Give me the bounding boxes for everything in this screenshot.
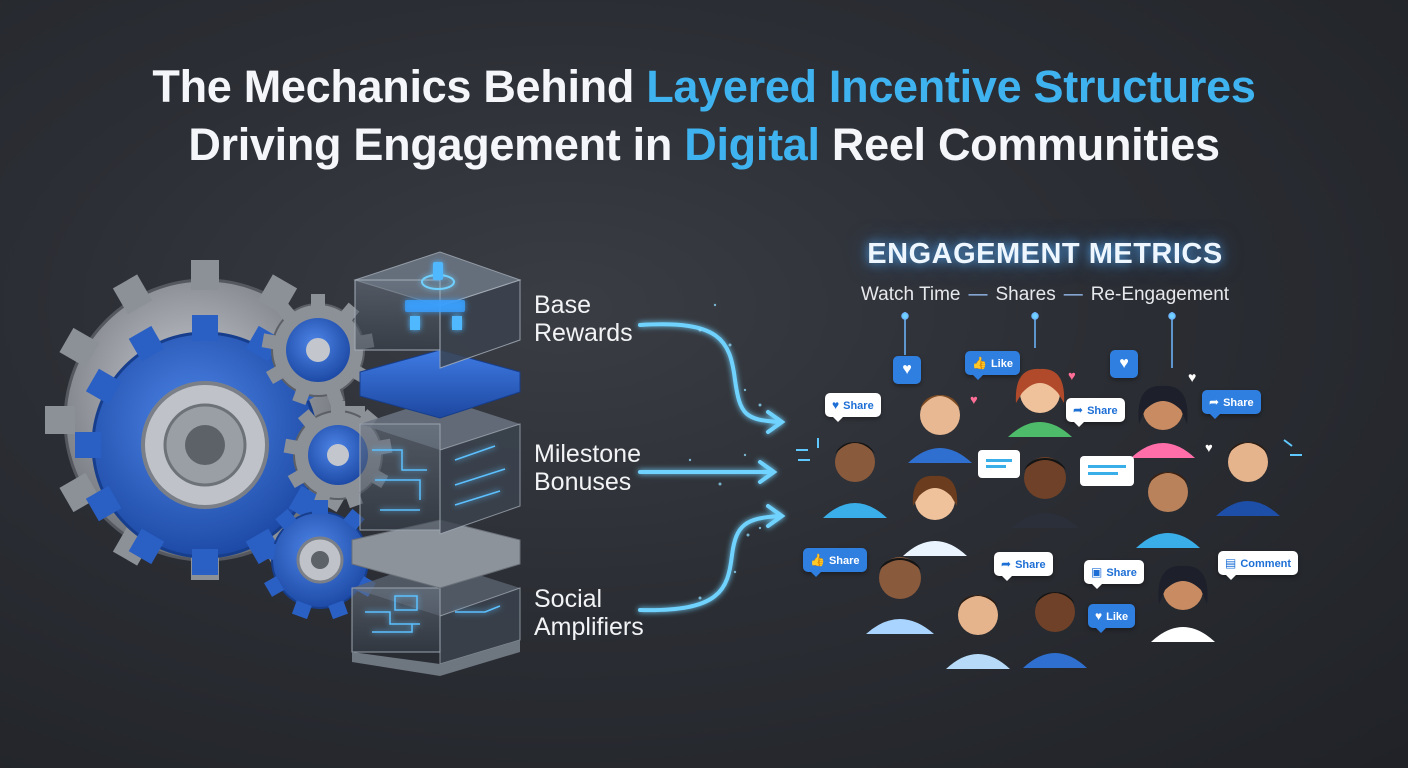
title-line-2: Driving Engagement in Digital Reel Commu…	[0, 116, 1408, 174]
like-bubble: ♥Like	[1088, 604, 1136, 633]
metric-connectors	[901, 312, 1176, 368]
person-avatar-10	[946, 595, 1010, 669]
layer-cube-milestone-bonuses	[359, 398, 521, 535]
share-bubble: ➦Share	[994, 552, 1053, 581]
title-line-2-text: Driving Engagement in	[188, 119, 685, 170]
floating-hearts: ♥ ♥ ♥ ♥	[970, 368, 1213, 455]
share-bubble: 👍Share	[803, 548, 867, 577]
metric-separator: —	[968, 284, 988, 305]
arrow-milestone-bonuses-head	[758, 460, 778, 484]
title-line-2-highlight: Digital	[684, 119, 820, 170]
share-arrow-icon: ➦	[1073, 403, 1084, 417]
layer-label-line: Amplifiers	[534, 613, 644, 641]
layer-cube-base-rewards	[353, 251, 522, 369]
metric-re-engagement: Re-Engagement	[1090, 284, 1230, 305]
comment-icon: ▤	[1225, 556, 1237, 570]
share-bubble-label: Share	[828, 555, 860, 567]
heart-icon: ♥	[970, 392, 978, 407]
title-line-2-tail: Reel Communities	[819, 119, 1220, 170]
heart-icon: ♥	[1095, 609, 1103, 623]
page-title: The Mechanics Behind Layered Incentive S…	[0, 58, 1408, 174]
share-bubble: ♥Share	[825, 393, 881, 422]
community-people	[823, 368, 1280, 669]
person-avatar-4	[823, 442, 887, 518]
flow-arrows	[638, 322, 786, 613]
heart-icon: ♥	[1068, 368, 1076, 383]
share-bubble: ▣Share	[1084, 560, 1144, 589]
share-arrow-icon: ➦	[1209, 395, 1220, 409]
title-line-1: The Mechanics Behind Layered Incentive S…	[0, 58, 1408, 116]
person-avatar-1	[908, 395, 972, 463]
share-bubble-label: Share	[1087, 405, 1118, 417]
heart-icon: ♥	[1188, 369, 1196, 385]
chat-bubble-icon	[1080, 456, 1134, 486]
layer-label-line: Bonuses	[534, 468, 632, 496]
thumbs-up-icon: 👍	[972, 356, 987, 370]
person-avatar-3	[1131, 385, 1195, 458]
comment-bubble-label: Comment	[1240, 558, 1292, 570]
metric-shares: Shares	[995, 284, 1056, 305]
arrow-base-rewards	[638, 322, 782, 424]
person-avatar-7	[903, 475, 967, 556]
share-arrow-icon: ➦	[1001, 557, 1012, 571]
share-bubble-label: Share	[1015, 559, 1046, 571]
thumbs-up-icon: 👍	[810, 553, 825, 567]
layer-label-line: Milestone	[534, 440, 641, 468]
title-line-1-text: The Mechanics Behind	[152, 61, 647, 112]
arrow-base-rewards-head	[766, 410, 786, 434]
arrow-social-amplifiers-head	[766, 504, 786, 528]
layer-label-line: Social	[534, 585, 603, 613]
like-bubble-label: Like	[1106, 611, 1129, 623]
heart-icon: ♥	[893, 356, 921, 384]
person-avatar-6	[1216, 442, 1280, 516]
layer-stack	[351, 251, 522, 676]
sparkle-marks	[796, 438, 1302, 461]
arrow-social-amplifiers	[638, 514, 782, 613]
metrics-title: ENGAGEMENT METRICS	[867, 238, 1223, 270]
like-bubble-label: Like	[990, 358, 1013, 370]
heart-icon: ♥	[832, 398, 840, 412]
share-bubble: ➦Share	[1066, 398, 1125, 427]
metric-separator: —	[1063, 284, 1083, 305]
share-bubble-label: Share	[1223, 397, 1254, 409]
person-avatar-12	[1151, 565, 1215, 642]
person-avatar-9	[866, 557, 934, 634]
layer-label-social-amplifiers: Social Amplifiers	[534, 585, 644, 641]
person-avatar-5	[1011, 457, 1079, 528]
layer-label-base-rewards: Base Rewards	[534, 291, 633, 347]
like-bubble: 👍Like	[965, 351, 1020, 380]
heart-icon: ♥	[1205, 440, 1213, 455]
person-avatar-2	[1008, 368, 1072, 437]
metrics-list: Watch Time — Shares — Re-Engagement	[780, 284, 1310, 306]
heart-icon: ♥	[1110, 350, 1138, 378]
chat-icons	[978, 450, 1134, 486]
comment-bubble: ▤Comment	[1218, 551, 1299, 580]
share-bubble: ➦Share	[1202, 390, 1261, 419]
chat-icon: ▣	[1091, 565, 1103, 579]
layer-label-line: Rewards	[534, 319, 633, 347]
person-avatar-11	[1023, 592, 1087, 668]
layer-label-milestone-bonuses: Milestone Bonuses	[534, 440, 641, 496]
gears-cluster	[45, 260, 393, 620]
share-bubble-label: Share	[843, 400, 874, 412]
arrow-sparkles	[688, 303, 762, 600]
chat-bubble-icon	[978, 450, 1020, 478]
layer-label-line: Base	[534, 291, 591, 319]
metric-watch-time: Watch Time	[860, 284, 961, 305]
person-avatar-8	[1136, 472, 1200, 548]
share-bubble-label: Share	[1106, 567, 1137, 579]
title-line-1-highlight: Layered Incentive Structures	[646, 61, 1256, 112]
